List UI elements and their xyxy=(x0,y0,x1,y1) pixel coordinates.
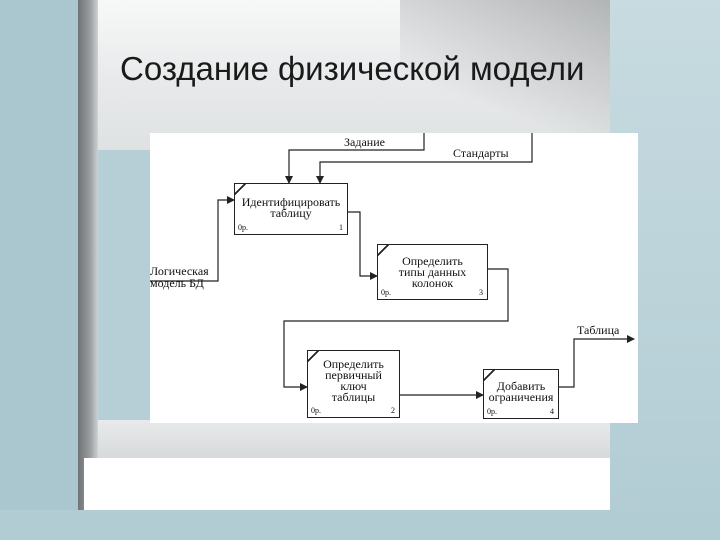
activity-box-3-line1: Определить xyxy=(402,254,463,268)
activity-box-1-ref: 0р. xyxy=(238,223,248,232)
diagram-connectors xyxy=(150,133,635,399)
activity-box-2-line1: Определить xyxy=(323,357,384,371)
input-label-logical-model-line2: модель БД xyxy=(150,276,204,290)
activity-box-2-ref: 0р. xyxy=(311,406,321,415)
activity-box-3-line2: типы данных xyxy=(398,265,467,279)
activity-box-4-line1: Добавить xyxy=(496,379,546,393)
activity-box-3-number: 3 xyxy=(479,288,483,297)
background-photo-bottom xyxy=(98,420,610,460)
flow-arrow-3-2 xyxy=(283,268,509,391)
activity-box-2-line3: ключ xyxy=(340,379,367,393)
output-arrow-table xyxy=(559,335,635,388)
activity-box-3: Определить типы данных колонок 0р. 3 xyxy=(377,244,488,300)
activity-box-4-line2: ограничения xyxy=(488,390,554,404)
box-corner-mark xyxy=(307,350,319,362)
activity-box-1-line2: таблицу xyxy=(270,206,312,220)
input-label-logical-model-line1: Логическая xyxy=(150,264,209,278)
control-arrow-standards xyxy=(316,133,533,184)
input-arrow-logical-model xyxy=(150,196,235,282)
activity-box-1-number: 1 xyxy=(339,223,343,232)
output-label-table: Таблица xyxy=(577,323,620,337)
idef0-diagram: Задание Стандарты Логическая модель БД Т… xyxy=(150,133,638,423)
box-corner-mark xyxy=(377,244,389,256)
control-arrow-task xyxy=(285,133,425,184)
slide-left-band xyxy=(0,0,78,540)
activity-box-2-number: 2 xyxy=(391,406,395,415)
activity-box-2-line2: первичный xyxy=(325,368,382,382)
flow-arrow-1-3 xyxy=(348,211,378,280)
activity-box-4-number: 4 xyxy=(550,407,554,416)
activity-box-2-line4: таблицы xyxy=(331,390,376,404)
background-photo-edge xyxy=(78,0,98,510)
slide-bottom-strip xyxy=(84,458,610,510)
activity-box-4-ref: 0р. xyxy=(487,407,497,416)
box-corner-mark xyxy=(483,369,495,381)
activity-box-3-line3: колонок xyxy=(411,276,454,290)
activity-box-1-line1: Идентифицировать xyxy=(241,195,341,209)
control-label-standards: Стандарты xyxy=(453,146,509,160)
activity-box-1: Идентифицировать таблицу 0р. 1 xyxy=(234,183,348,235)
background-photo-shade xyxy=(400,0,610,140)
activity-box-2: Определить первичный ключ таблицы 0р. 2 xyxy=(307,350,400,418)
slide-title: Создание физической модели xyxy=(120,50,585,87)
activity-box-4: Добавить ограничения 0р. 4 xyxy=(483,369,559,419)
box-corner-mark xyxy=(234,183,246,195)
activity-box-3-ref: 0р. xyxy=(381,288,391,297)
slide-bottom-band xyxy=(0,510,720,540)
control-label-task: Задание xyxy=(344,135,385,149)
